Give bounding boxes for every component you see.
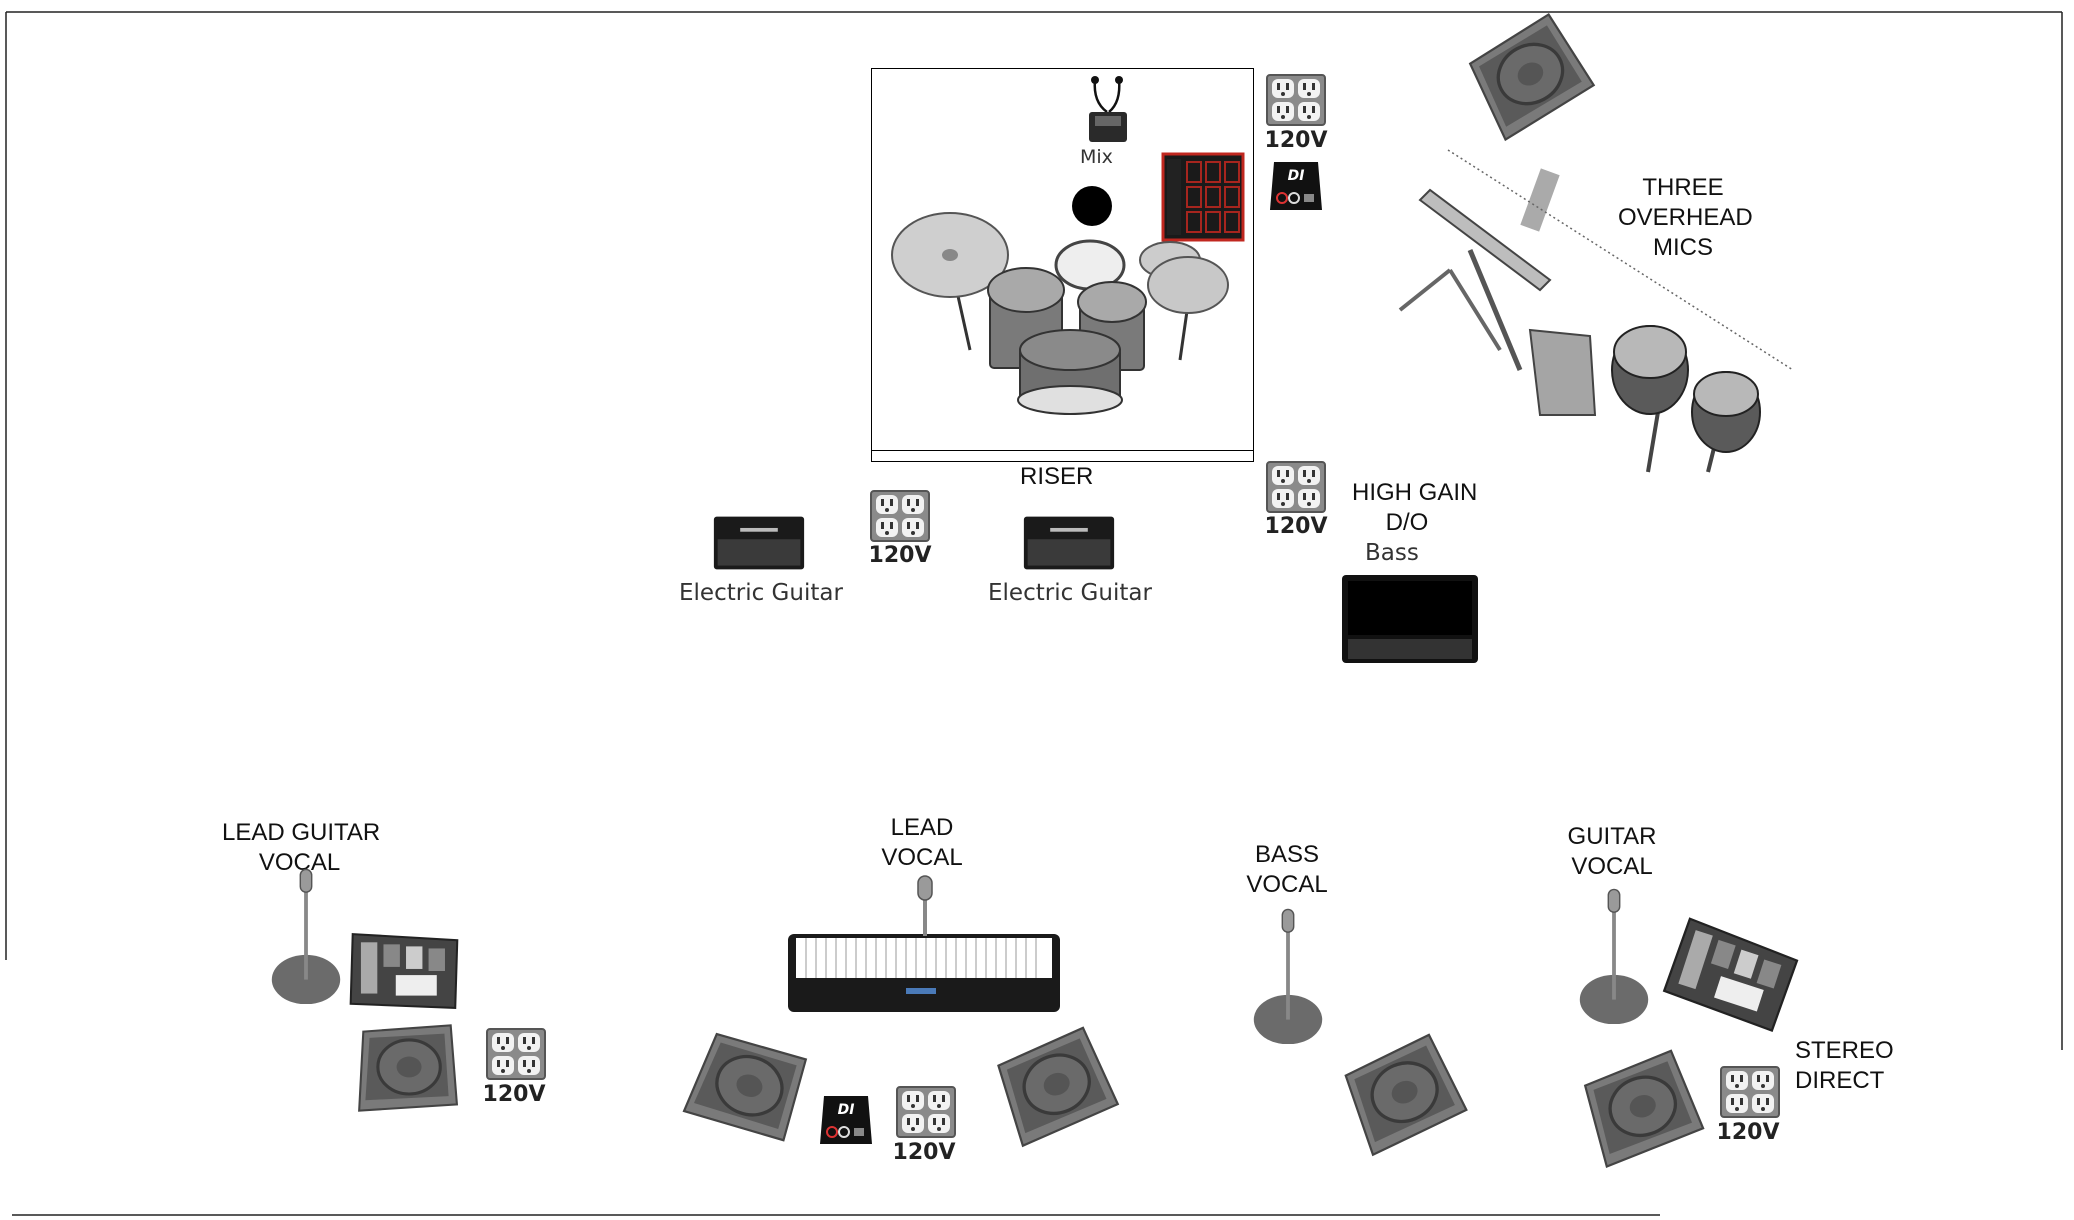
headphone-icon: [1089, 76, 1127, 142]
bass-vocal-line-2: VOCAL: [1246, 871, 1328, 898]
pedalboard-icon: [348, 930, 462, 1012]
lead-guitar-vocal-line-2: VOCAL: [258, 849, 341, 876]
mic-stand-icon: [1576, 884, 1652, 1024]
guitar-vocal-label: GUITAR VOCAL: [1562, 822, 1662, 882]
di-box-icon: [818, 1094, 874, 1146]
outlet-icon: [1266, 74, 1326, 126]
overhead-mic-icon: [1398, 168, 1597, 416]
overhead-line-3: MICS: [1653, 234, 1713, 261]
voltage-label: 120V: [1264, 128, 1328, 153]
guitar-vocal-line-1: GUITAR: [1567, 823, 1657, 850]
lead-vocal-label: LEAD VOCAL: [872, 813, 972, 873]
riser-label: RISER: [1020, 463, 1094, 490]
outlet-icon: [1266, 461, 1326, 513]
guitar-vocal-line-2: VOCAL: [1571, 853, 1653, 880]
outlet-icon: [870, 490, 930, 542]
keyboard-icon: [788, 934, 1060, 1012]
electric-guitar-label: Electric Guitar: [679, 580, 843, 606]
stereo-direct-line-1: STEREO: [1795, 1037, 1894, 1064]
voltage-label: 120V: [1264, 514, 1328, 539]
outlet-icon: [1720, 1066, 1780, 1118]
bass-amp-icon: [1342, 575, 1478, 663]
high-gain-label: HIGH GAIN D/O: [1352, 478, 1478, 538]
mix-label: Mix: [1080, 146, 1113, 168]
overhead-line-1: THREE: [1642, 174, 1724, 201]
voltage-label: 120V: [482, 1082, 546, 1107]
lead-guitar-vocal-line-1: LEAD GUITAR: [222, 819, 381, 846]
lead-vocal-line-1: LEAD: [890, 814, 954, 841]
bass-vocal-label: BASS VOCAL: [1237, 840, 1337, 900]
high-gain-line-2: D/O: [1385, 509, 1429, 536]
bass-label: Bass: [1365, 540, 1419, 566]
sample-pad-icon: [1161, 152, 1245, 242]
overhead-line-2: OVERHEAD: [1618, 204, 1753, 231]
drum-kit-icon: [891, 186, 1229, 415]
stereo-direct-line-2: DIRECT: [1795, 1067, 1885, 1094]
outlet-icon: [486, 1028, 546, 1080]
voltage-label: 120V: [1716, 1120, 1780, 1145]
mic-stand-icon: [1250, 904, 1326, 1044]
bass-vocal-line-1: BASS: [1254, 841, 1320, 868]
overhead-label: THREE OVERHEAD MICS: [1618, 173, 1753, 263]
guitar-amp-icon: [712, 514, 806, 572]
voltage-label: 120V: [892, 1140, 956, 1165]
drum-riser: [871, 68, 1254, 462]
lead-guitar-vocal-label: LEAD GUITAR VOCAL: [222, 818, 381, 878]
electric-guitar-label: Electric Guitar: [988, 580, 1152, 606]
guitar-amp-icon: [1022, 514, 1116, 572]
mic-stand-icon: [268, 864, 344, 1004]
riser-front-edge: [872, 450, 1253, 451]
outlet-icon: [896, 1086, 956, 1138]
high-gain-line-1: HIGH GAIN: [1352, 479, 1478, 506]
di-box-icon: [1268, 160, 1324, 212]
stereo-direct-label: STEREO DIRECT: [1795, 1036, 1894, 1096]
conga-drums-icon: [1611, 325, 1761, 473]
monitor-wedge-icon: [355, 1020, 459, 1116]
voltage-label: 120V: [868, 543, 932, 568]
lead-vocal-line-2: VOCAL: [881, 844, 963, 871]
overhead-dash-line: [1447, 149, 1794, 371]
mic-stand-icon: [917, 875, 933, 936]
